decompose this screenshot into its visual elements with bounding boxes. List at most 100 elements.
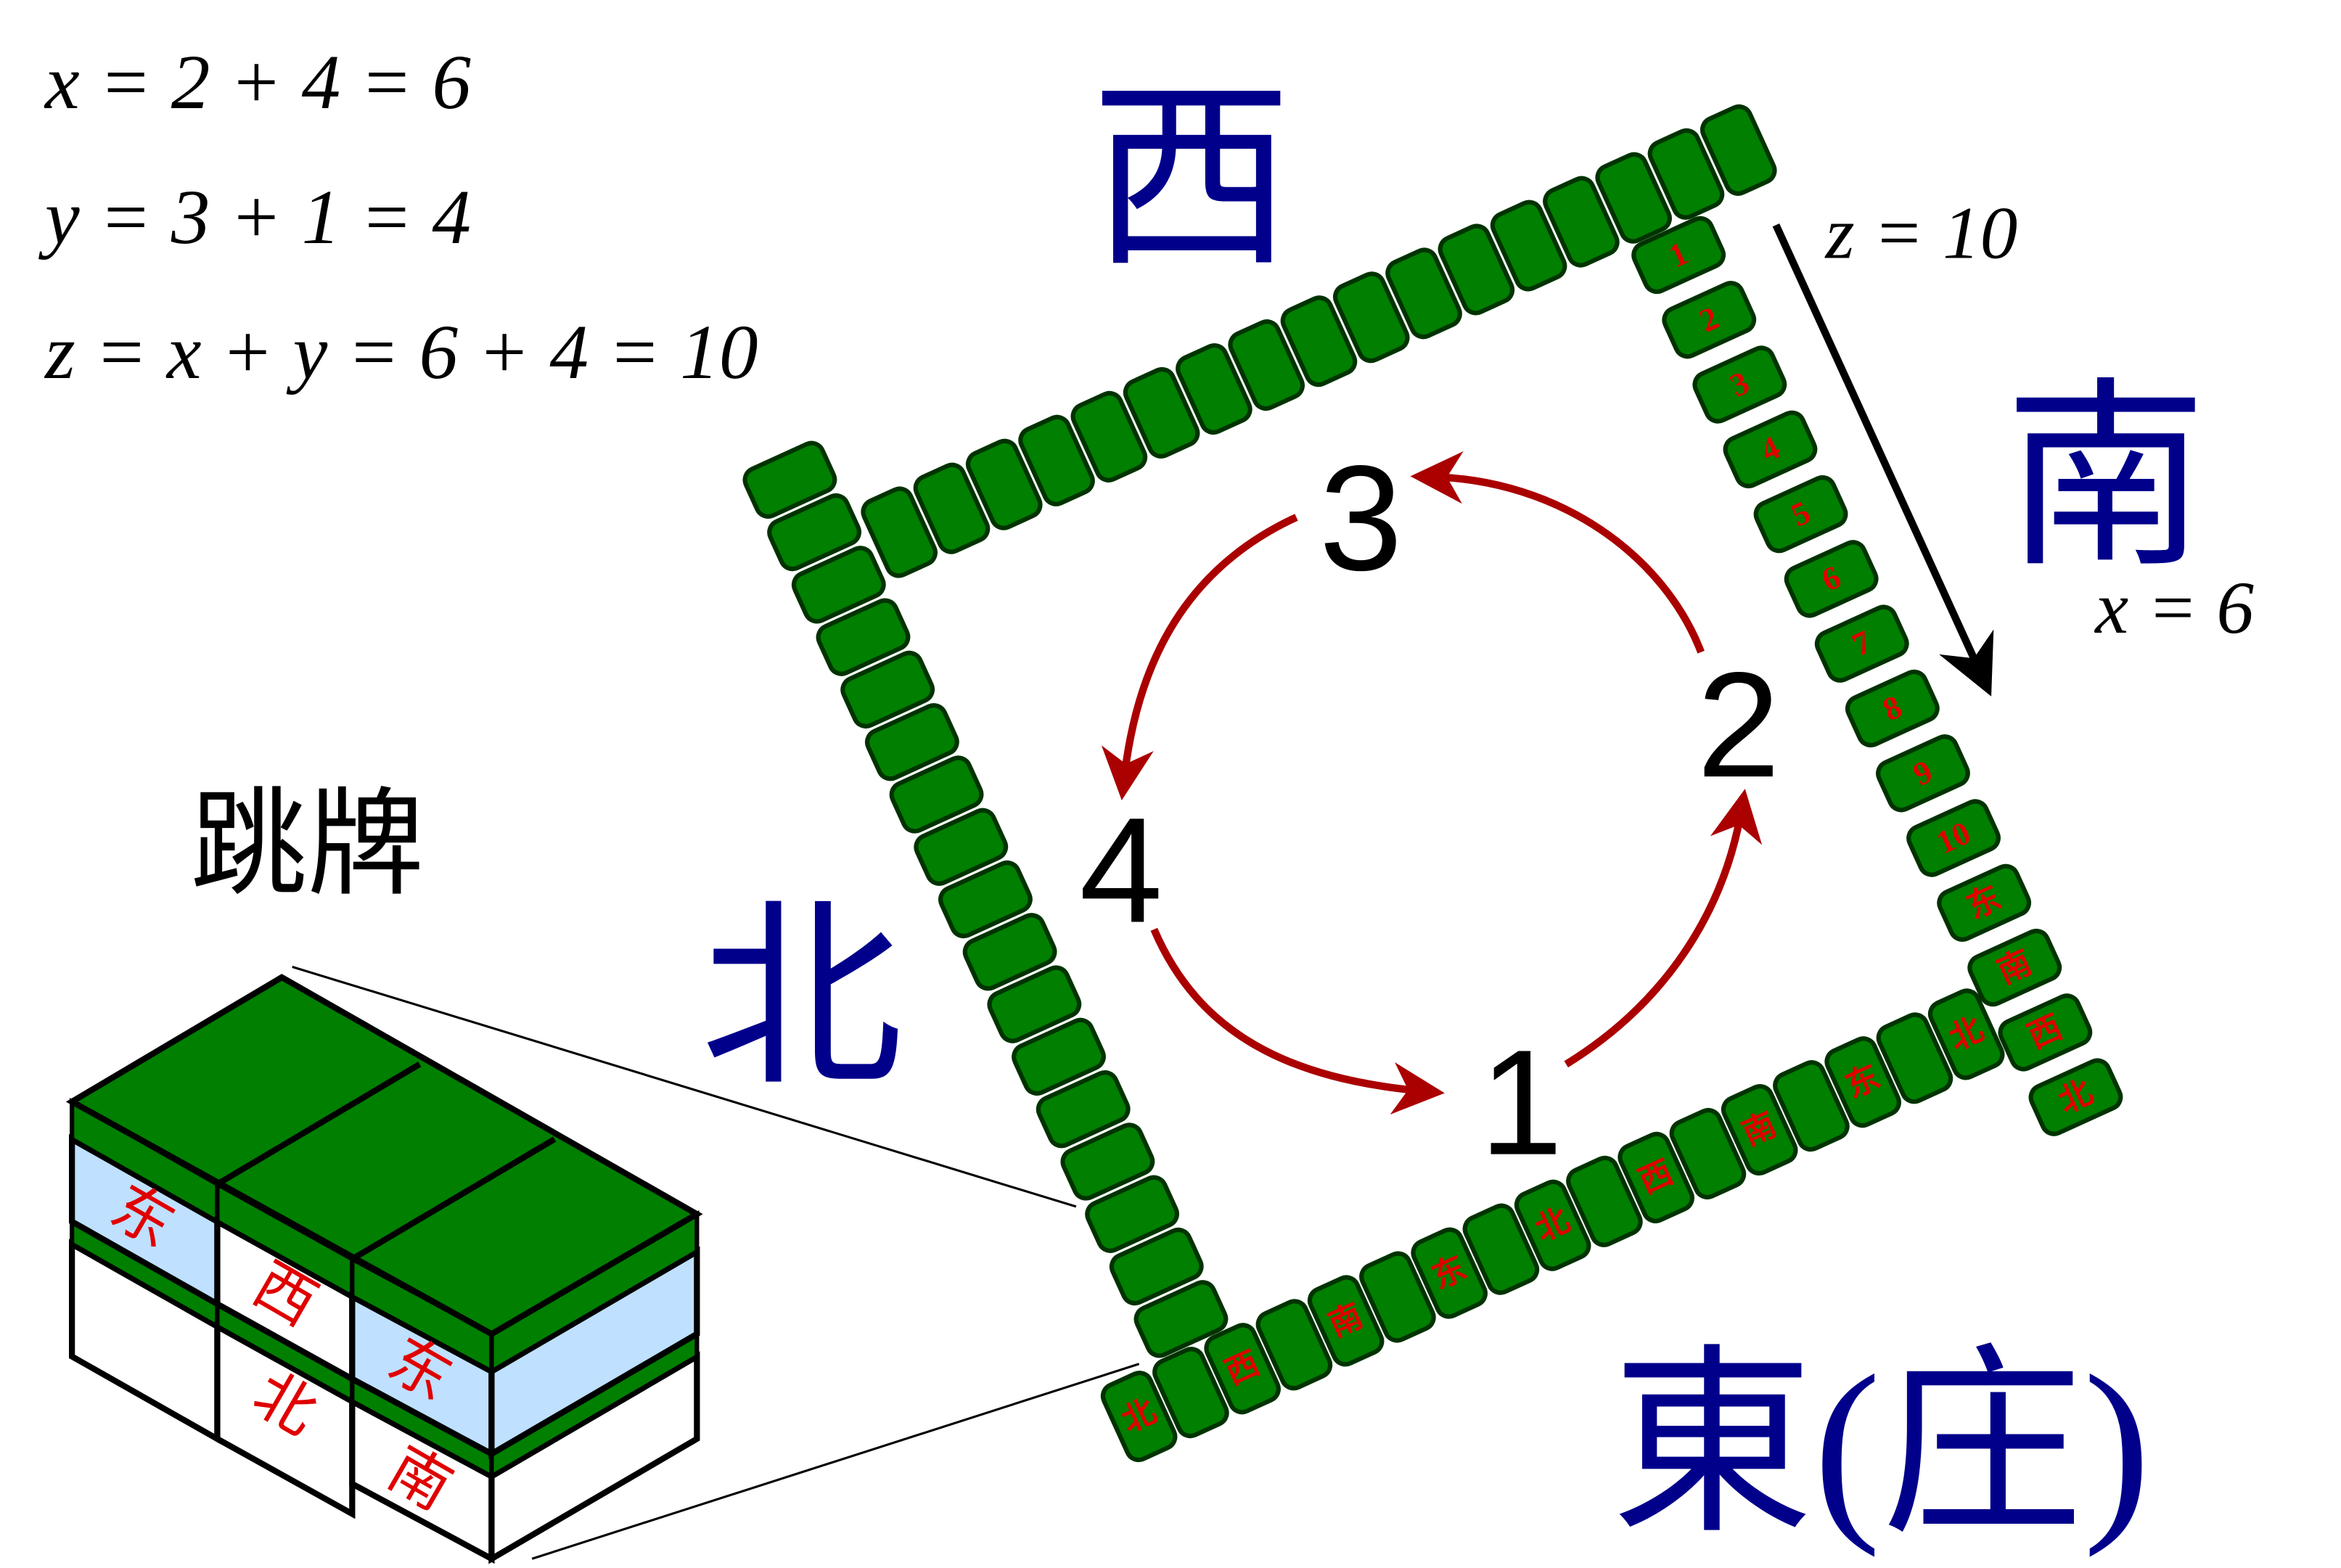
tile-body [1085, 1175, 1179, 1253]
right-wall-tile: 9 [1876, 734, 1970, 813]
tile-body [1937, 863, 2032, 942]
tile-body [840, 650, 935, 729]
top-wall-tile [1700, 104, 1777, 196]
bottom-wall-tile: 北 [1100, 1371, 1178, 1463]
right-wall-tile: 7 [1814, 604, 1909, 683]
left-wall-tile [962, 913, 1057, 991]
bottom-wall-tile [1462, 1203, 1540, 1295]
left-wall-tile [1036, 1070, 1131, 1149]
tile-body [1204, 1323, 1281, 1415]
equation-x: x = 2 + 4 = 6 [44, 39, 471, 126]
bottom-wall-tile: 北 [1514, 1179, 1591, 1271]
right-wall-tile: 8 [1845, 669, 1940, 748]
tile-body [1845, 669, 1940, 748]
top-wall-tile [1332, 271, 1410, 364]
left-wall-tile [1133, 1280, 1229, 1358]
tile-body [1060, 1122, 1155, 1201]
tile-body [1753, 475, 1848, 554]
top-wall-tile [1123, 366, 1200, 459]
right-wall-tile: 2 [1662, 281, 1757, 359]
tile-body [1109, 1227, 1204, 1306]
arrow-1-to-2 [1564, 789, 1763, 1068]
inset-top-divider-2 [350, 1136, 557, 1262]
tile-body [1438, 223, 1515, 316]
left-wall-tile [791, 546, 886, 624]
tile-body [791, 546, 886, 624]
wind-west: 西 [1091, 68, 1293, 292]
tile-body [1280, 295, 1358, 387]
tile-body [816, 598, 911, 676]
bottom-wall-tile [1255, 1299, 1333, 1391]
bottom-wall-tile [1152, 1347, 1229, 1439]
tile-body [1784, 540, 1879, 618]
tile-body [1618, 1131, 1694, 1223]
tile-body [1152, 1347, 1229, 1439]
right-wall-tile: 北 [2028, 1058, 2123, 1136]
tile-body [962, 913, 1057, 991]
right-wall-tile: 6 [1784, 540, 1879, 618]
tile-body [1100, 1371, 1178, 1463]
wind-south: 南 [2004, 368, 2207, 591]
left-wall-tile [742, 440, 837, 519]
count-arrow [1772, 223, 1994, 697]
top-wall-tile [965, 438, 1043, 530]
tile-body [1332, 271, 1410, 364]
top-wall-tile [861, 486, 938, 578]
tile-body [2028, 1058, 2123, 1136]
tile-body [965, 438, 1043, 530]
bottom-wall-tile: 南 [1721, 1084, 1798, 1176]
left-wall-tile [840, 650, 935, 729]
left-wall-tile [767, 493, 862, 572]
tile-body [767, 493, 862, 572]
top-wall-tile [1647, 128, 1725, 220]
order-number-1: 1 [1480, 1019, 1563, 1186]
tile-body [1036, 1070, 1131, 1149]
bottom-wall-tile: 西 [1204, 1323, 1281, 1415]
tile-body [1514, 1179, 1591, 1271]
bottom-wall-tile [1876, 1012, 1953, 1104]
bottom-wall-tile: 北 [1927, 988, 2005, 1080]
left-wall-tile [1012, 1017, 1106, 1096]
top-wall-tile [1438, 223, 1515, 316]
tile-body [1018, 414, 1095, 506]
equation-y: y = 3 + 1 = 4 [38, 174, 471, 260]
left-wall-tile [1109, 1227, 1204, 1306]
wind-north: 北 [701, 888, 903, 1112]
top-wall-tile [913, 462, 991, 554]
tile-body [1359, 1251, 1436, 1343]
tile-body [1123, 366, 1200, 459]
tile-body [1700, 104, 1777, 196]
tile-body [913, 462, 991, 554]
right-wall-tile: 10 [1906, 799, 2001, 877]
tile-body [1723, 410, 1818, 488]
tile-body [1255, 1299, 1333, 1391]
tile-body [1647, 128, 1725, 220]
tile-body [1012, 1017, 1106, 1096]
right-wall-tile: 3 [1692, 345, 1787, 424]
tile-body [1631, 216, 1726, 295]
bottom-wall-tile: 南 [1307, 1275, 1385, 1367]
bottom-wall-tile: 东 [1824, 1036, 1901, 1128]
tile-body [1876, 1012, 1953, 1104]
order-number-3: 3 [1319, 434, 1403, 602]
right-wall-tile: 南 [1967, 928, 2062, 1007]
tile-body [914, 808, 1009, 886]
tile-body [1927, 988, 2005, 1080]
tile-body [1462, 1203, 1540, 1295]
bottom-wall-tile [1566, 1155, 1643, 1247]
left-wall-tile [864, 703, 959, 781]
inset-tile-stack: 东 西 北 东 南 [65, 974, 703, 1564]
inset-top-divider-1 [216, 1062, 422, 1187]
tile-body [1490, 200, 1567, 292]
equation-z: z = x + y = 6 + 4 = 10 [44, 309, 758, 395]
left-wall-tile [938, 860, 1033, 939]
tile-body [1998, 993, 2093, 1072]
right-wall-tile: 西 [1998, 993, 2093, 1072]
tile-body [1773, 1060, 1850, 1152]
bottom-wall-tile: 西 [1618, 1131, 1694, 1223]
bottom-wall-tile [1773, 1060, 1850, 1152]
tile-body [1662, 281, 1757, 359]
tile-body [1566, 1155, 1643, 1247]
tile-body [1967, 928, 2062, 1007]
